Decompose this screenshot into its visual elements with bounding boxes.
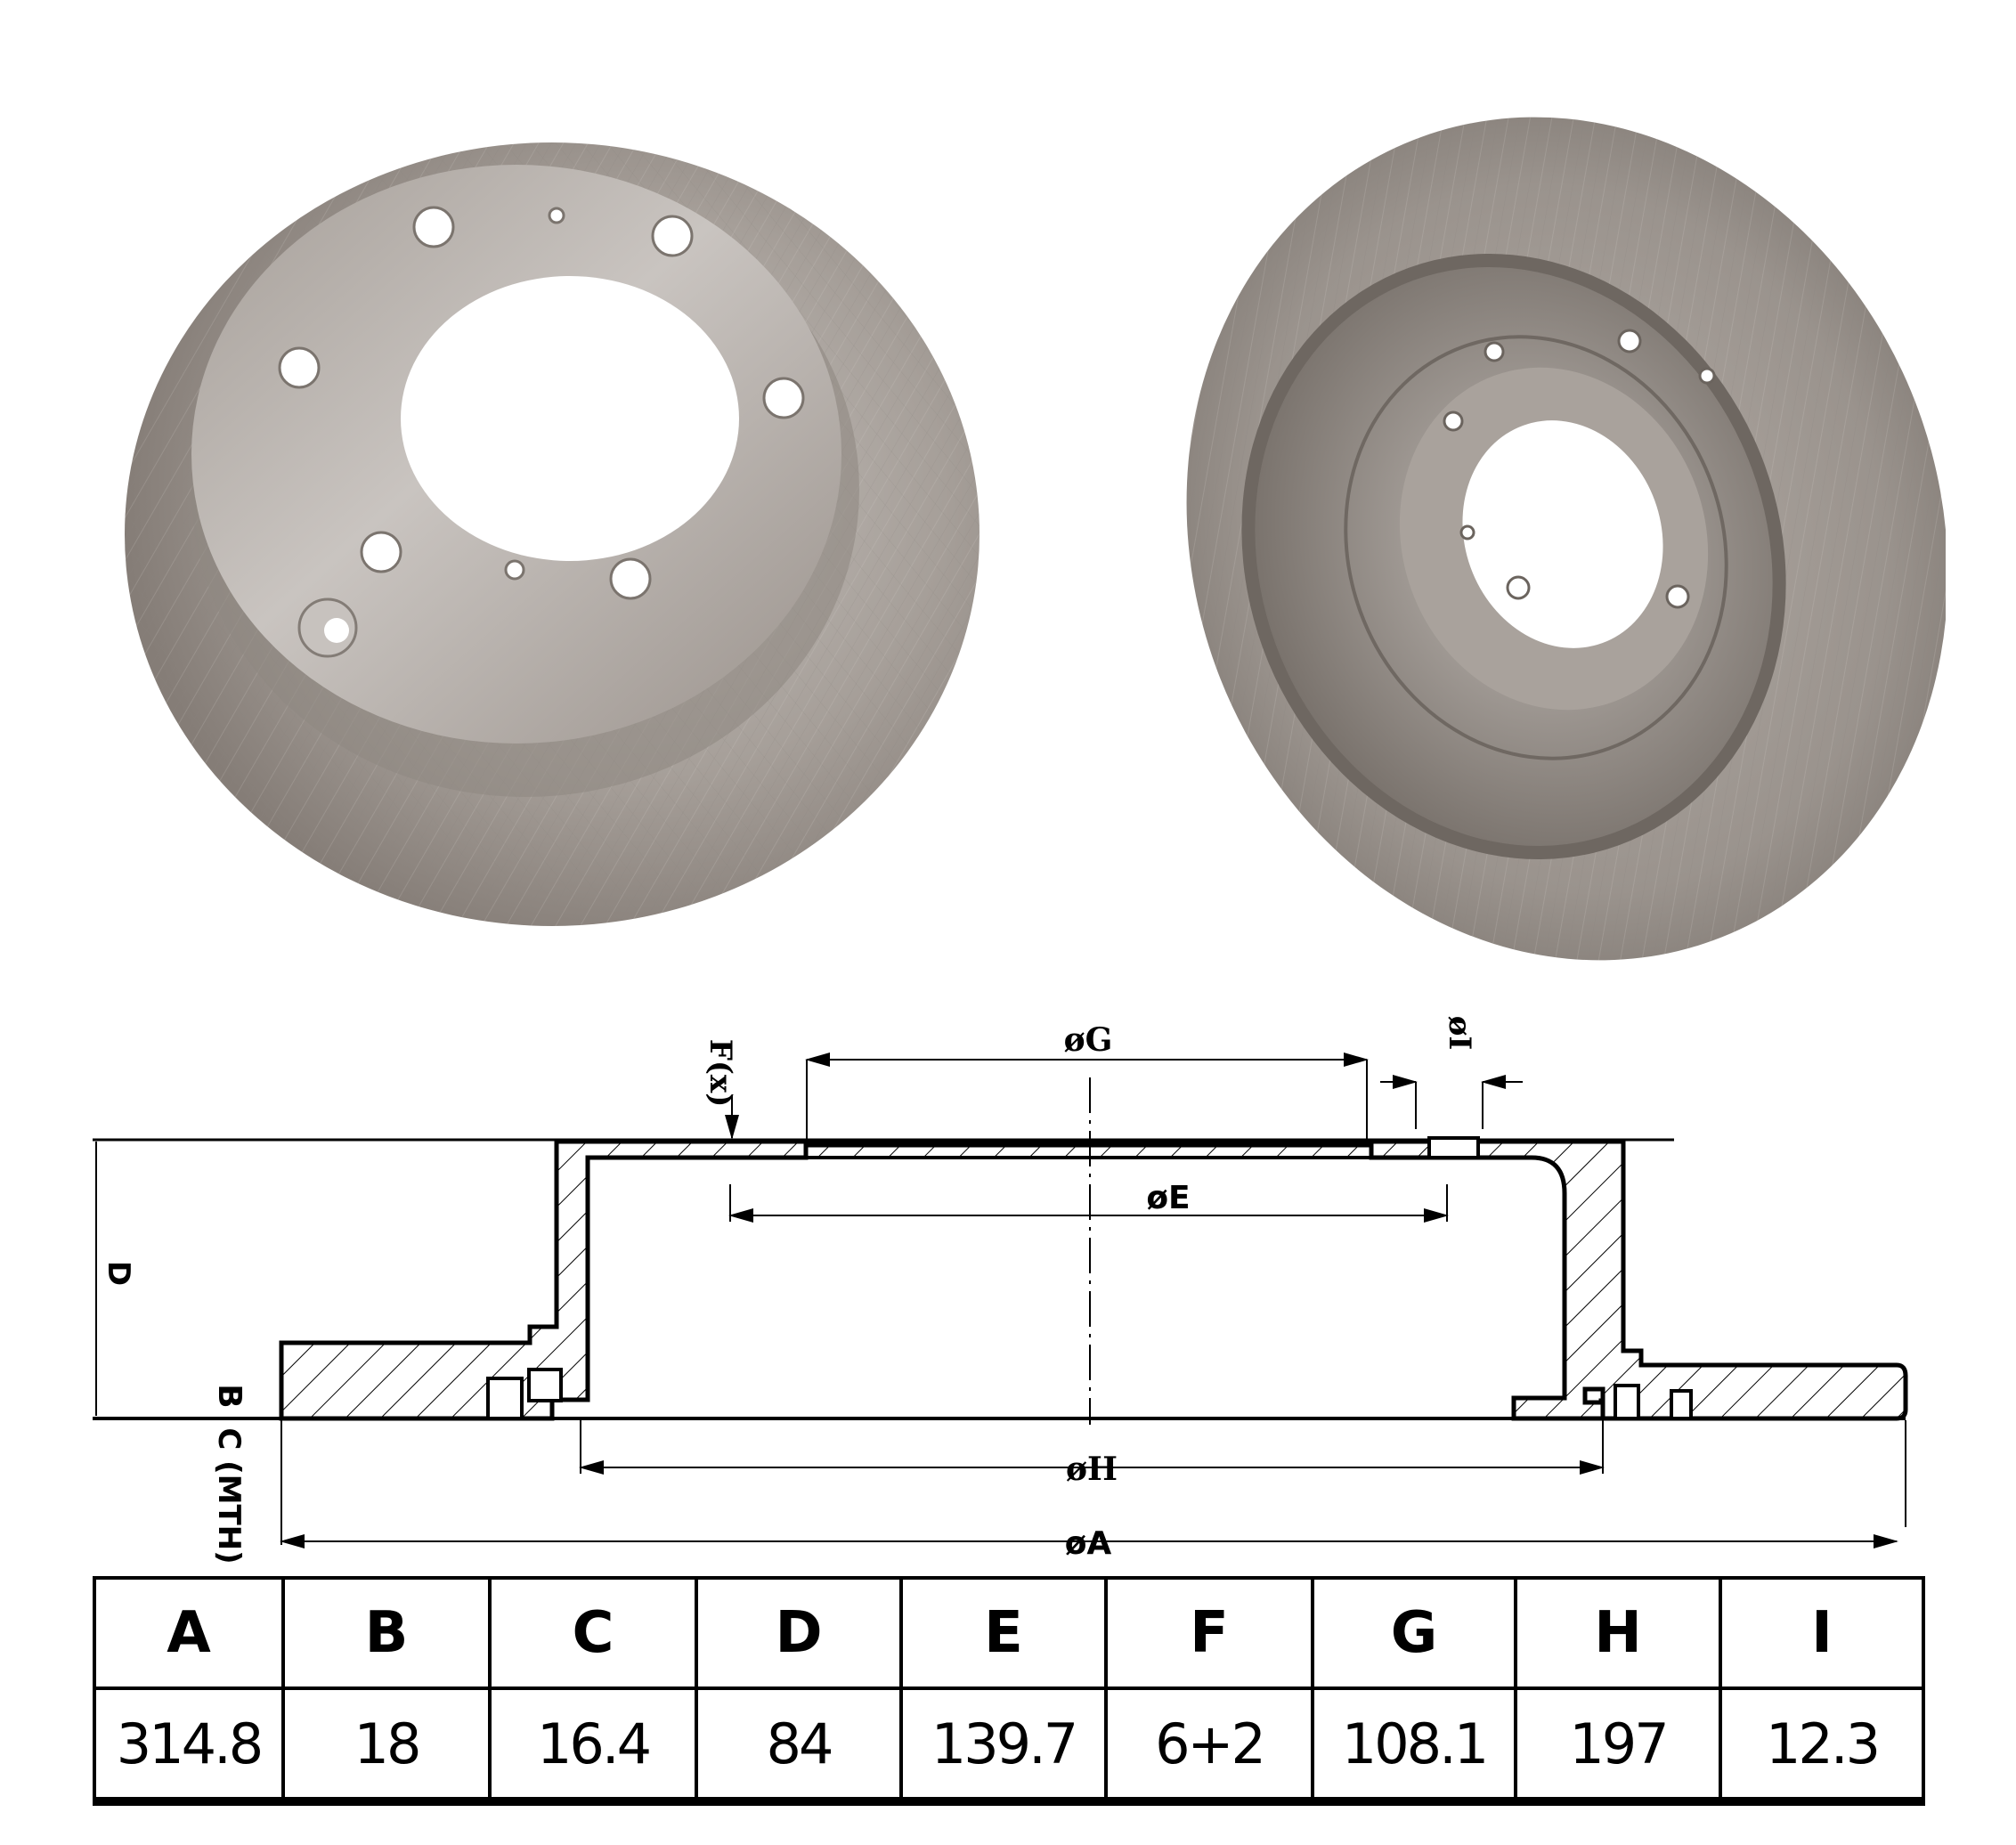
value-cell-i: 12.3 <box>1719 1687 1925 1806</box>
table-value-row: 314.8 18 16.4 84 139.7 6+2 108.1 197 12.… <box>93 1687 1925 1806</box>
dimension-label-a: øA <box>1065 1525 1112 1562</box>
dimension-label-h: øH <box>1066 1451 1118 1488</box>
bolt-holes <box>1443 329 1716 609</box>
header-cell-d: D <box>695 1576 903 1690</box>
header-cell-b: B <box>281 1576 492 1690</box>
bolt-holes <box>278 206 805 600</box>
header-cell-f: F <box>1104 1576 1314 1690</box>
value-cell-b: 18 <box>281 1687 492 1806</box>
value-cell-a: 314.8 <box>93 1687 285 1806</box>
dimension-label-g: øG <box>1064 1021 1113 1059</box>
cross-section-diagram: øG øE øI F(x) D B C (MTH) øH øA <box>93 1016 1908 1565</box>
dimension-label-e: øE <box>1146 1180 1190 1216</box>
rotor-section-profile <box>279 1136 1908 1421</box>
dimension-label-b: B <box>211 1384 248 1408</box>
dimension-label-d: D <box>101 1261 136 1286</box>
header-cell-e: E <box>899 1576 1108 1690</box>
value-cell-d: 84 <box>695 1687 903 1806</box>
brake-disc-photo-left <box>125 142 980 926</box>
center-bore <box>401 276 739 561</box>
header-cell-c: C <box>488 1576 698 1690</box>
value-cell-e: 139.7 <box>899 1687 1108 1806</box>
dimension-label-i: øI <box>1442 1016 1477 1051</box>
value-cell-f: 6+2 <box>1104 1687 1314 1806</box>
header-cell-a: A <box>93 1576 285 1690</box>
specification-table: A B C D E F G H I 314.8 18 16.4 84 139.7… <box>93 1576 1925 1806</box>
dimension-label-c: C (MTH) <box>211 1427 247 1564</box>
value-cell-c: 16.4 <box>488 1687 698 1806</box>
value-cell-g: 108.1 <box>1311 1687 1517 1806</box>
header-cell-h: H <box>1514 1576 1722 1690</box>
table-header-row: A B C D E F G H I <box>93 1576 1925 1690</box>
header-cell-i: I <box>1719 1576 1925 1690</box>
value-cell-h: 197 <box>1514 1687 1722 1806</box>
header-cell-g: G <box>1311 1576 1517 1690</box>
brake-disc-photo-right <box>1186 117 1946 961</box>
